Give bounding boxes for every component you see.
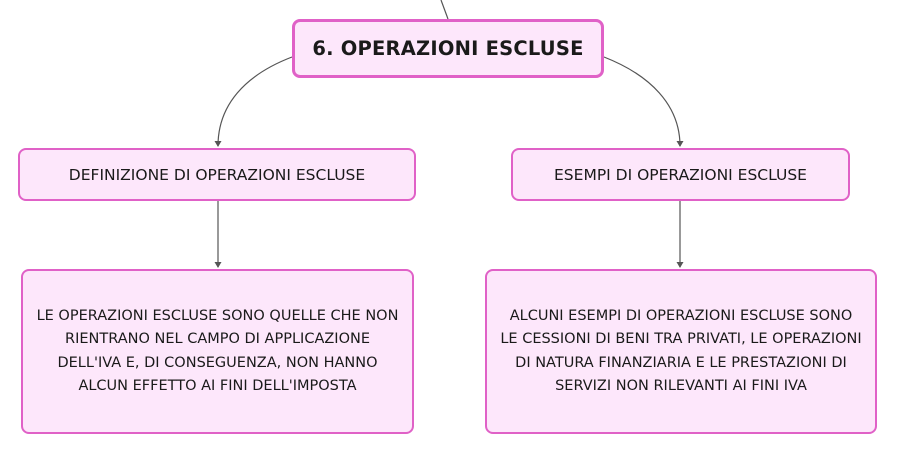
examples-text-node[interactable]: ALCUNI ESEMPI DI OPERAZIONI ESCLUSE SONO…	[485, 269, 877, 434]
root-node[interactable]: 6. OPERAZIONI ESCLUSE	[292, 19, 604, 78]
examples-node[interactable]: ESEMPI DI OPERAZIONI ESCLUSE	[511, 148, 850, 201]
arrowhead-definition	[214, 141, 222, 147]
connector-incoming	[440, 0, 449, 20]
definition-node[interactable]: DEFINIZIONE DI OPERAZIONI ESCLUSE	[18, 148, 416, 201]
root-node-label: 6. OPERAZIONI ESCLUSE	[312, 37, 584, 60]
connector-root-to-examples	[603, 56, 681, 147]
definition-node-label: DEFINIZIONE DI OPERAZIONI ESCLUSE	[68, 165, 366, 184]
arrowhead-definition-text	[214, 262, 222, 268]
arrowhead-examples-text	[676, 262, 684, 268]
arrowhead-examples	[676, 141, 684, 147]
definition-text: LE OPERAZIONI ESCLUSE SONO QUELLE CHE NO…	[36, 308, 399, 394]
examples-node-label: ESEMPI DI OPERAZIONI ESCLUSE	[554, 165, 807, 184]
examples-text: ALCUNI ESEMPI DI OPERAZIONI ESCLUSE SONO…	[500, 308, 862, 394]
connector-root-to-definition	[217, 56, 293, 147]
definition-text-node[interactable]: LE OPERAZIONI ESCLUSE SONO QUELLE CHE NO…	[21, 269, 414, 434]
